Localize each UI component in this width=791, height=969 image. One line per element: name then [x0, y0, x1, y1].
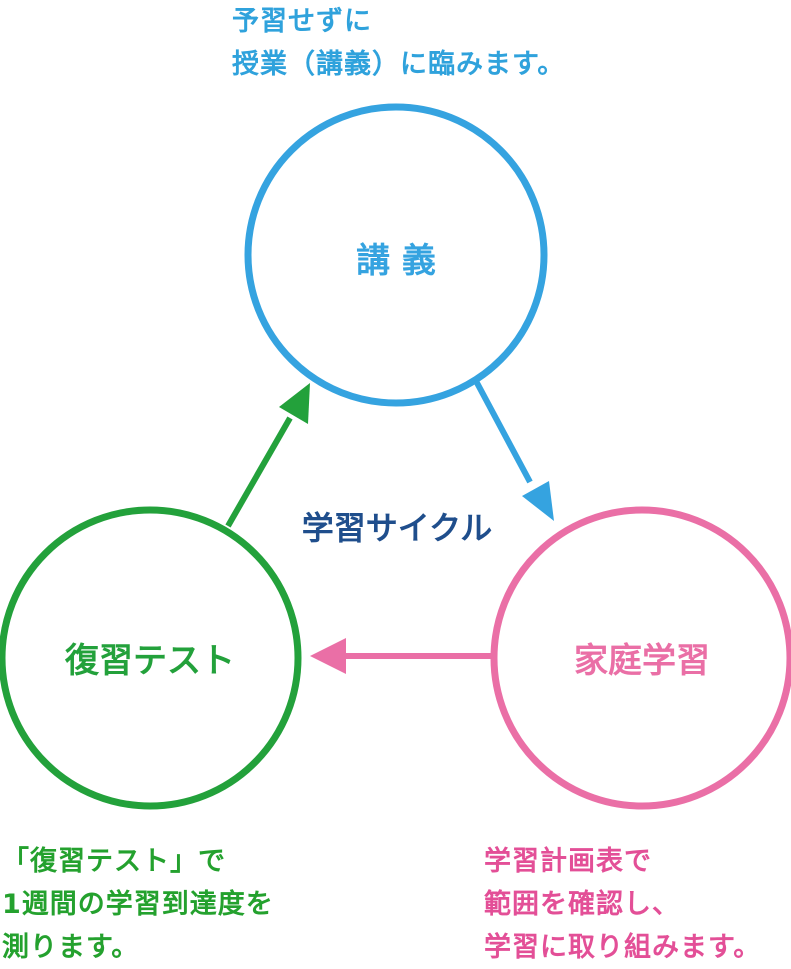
lecture-note: 予習せずに 授業（講義）に臨みます。 [232, 0, 565, 86]
review-test-note-line-1: 「復習テスト」で [2, 846, 226, 877]
review-test-note-line-2: 1週間の学習到達度を [2, 889, 274, 920]
lecture-circle [244, 103, 548, 407]
lecture-note-line-2: 授業（講義）に臨みます。 [232, 49, 566, 80]
lecture-note-line-1: 予習せずに [232, 6, 372, 37]
arrow-home-to-review-head [310, 638, 346, 674]
review-test-circle [0, 506, 302, 810]
arrow-review-to-lecture-head [279, 383, 310, 424]
home-study-note-line-3: 学習に取り組みます。 [484, 932, 762, 963]
home-study-label: 家庭学習 [574, 641, 710, 681]
home-study-note-line-1: 学習計画表で [484, 846, 652, 877]
review-test-note-line-3: 測ります。 [2, 932, 140, 963]
lecture-label: 講 義 [356, 241, 436, 281]
arrow-lecture-to-home-line [473, 379, 533, 484]
review-test-label: 復習テスト [64, 641, 235, 681]
home-study-note: 学習計画表で 範囲を確認し、 学習に取り組みます。 [484, 840, 761, 969]
arrow-lecture-to-home-head [522, 481, 554, 521]
arrow-review-to-lecture-line [225, 416, 293, 528]
review-test-note: 「復習テスト」で 1週間の学習到達度を 測ります。 [2, 840, 274, 969]
home-study-note-line-2: 範囲を確認し、 [484, 889, 680, 920]
home-study-circle [490, 506, 791, 810]
cycle-label: 学習サイクル [302, 509, 492, 547]
